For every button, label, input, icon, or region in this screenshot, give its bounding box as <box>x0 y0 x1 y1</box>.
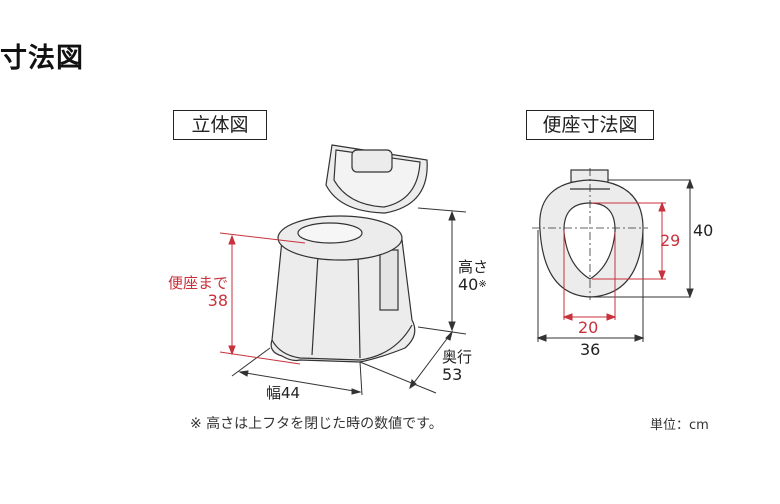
seat-view-label: 便座寸法図 <box>526 110 654 140</box>
outer-width-value: 36 <box>580 340 601 359</box>
opening-height-value: 29 <box>660 231 681 250</box>
outer-height-value: 40 <box>693 221 714 240</box>
perspective-view-label: 立体図 <box>173 110 267 140</box>
unit-label: 単位：cm <box>650 418 709 433</box>
seat-height-dimension <box>219 232 306 365</box>
width-label: 幅44 <box>266 384 301 402</box>
perspective-dimension-lines <box>231 207 467 396</box>
depth-value: 53 <box>442 365 463 384</box>
opening-width-value: 20 <box>578 318 599 337</box>
height-note-mark: ※ <box>478 279 487 290</box>
height-value: 40※ <box>458 276 487 294</box>
seat-plan-illustration <box>539 169 644 298</box>
portable-toilet-illustration <box>270 144 428 363</box>
page-title: 寸法図 <box>0 43 84 74</box>
seat-outer-dimensions <box>536 178 694 342</box>
height-label: 高さ <box>458 258 489 276</box>
seat-height-label: 便座まで <box>168 274 229 292</box>
height-number: 40 <box>458 275 479 294</box>
depth-label: 奥行 <box>442 348 473 366</box>
seat-center-lines <box>532 168 648 300</box>
seat-height-value: 38 <box>207 291 228 310</box>
height-footnote: ※ 高さは上フタを閉じた時の数値です。 <box>190 416 443 432</box>
seat-opening-dimensions <box>562 201 666 321</box>
